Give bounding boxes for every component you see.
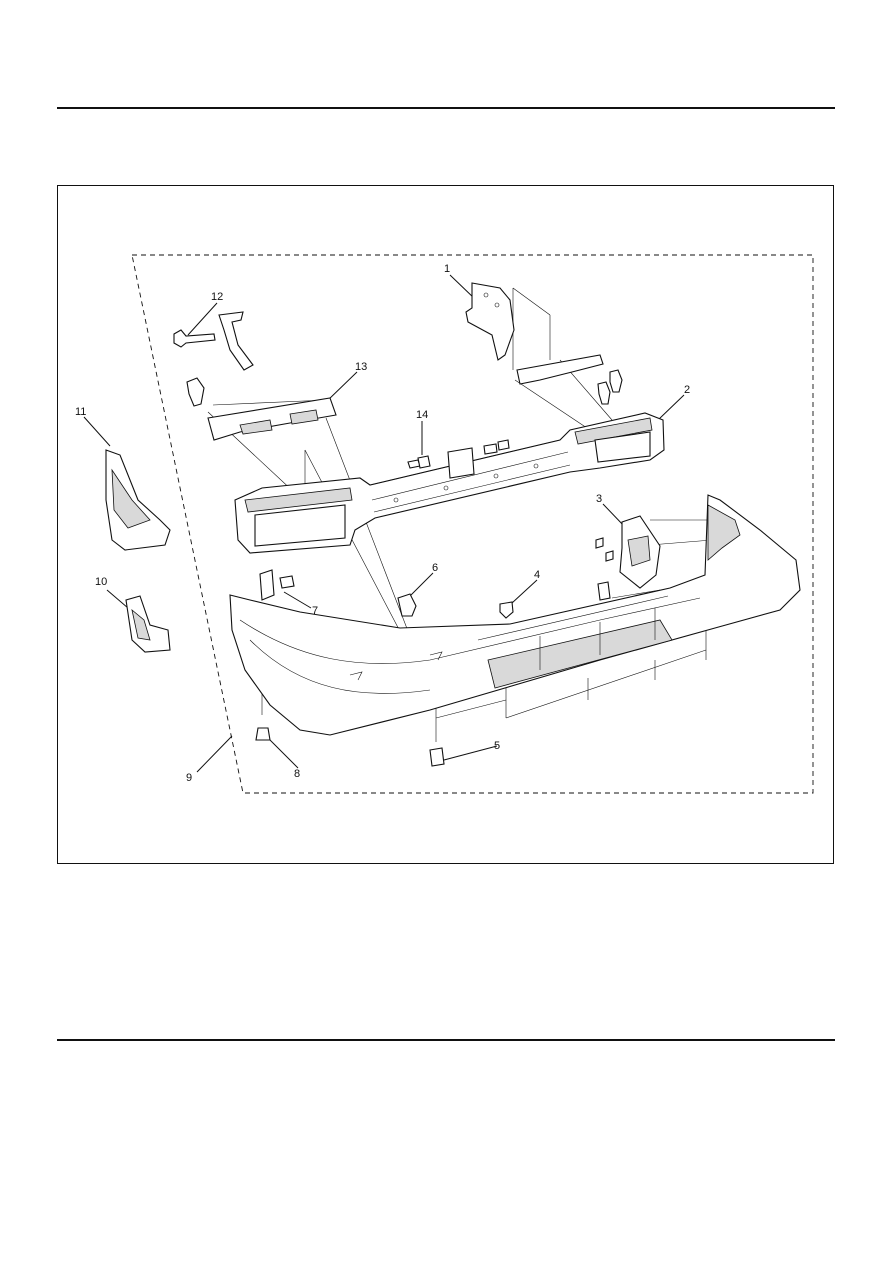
callout-3: 3 — [596, 493, 602, 505]
callout-8: 8 — [294, 768, 300, 780]
clip-6 — [397, 593, 417, 617]
callout-6: 6 — [432, 562, 438, 574]
callout-7: 7 — [312, 605, 318, 617]
rail-bracket-right — [516, 354, 623, 405]
callout-5: 5 — [494, 740, 500, 752]
mud-flap-small — [125, 595, 171, 653]
callout-10: 10 — [95, 576, 107, 588]
callout-12: 12 — [211, 291, 223, 303]
callout-4: 4 — [534, 569, 540, 581]
bolt-8 — [255, 727, 271, 741]
callout-9: 9 — [186, 772, 192, 784]
callout-2: 2 — [684, 384, 690, 396]
bolt-5 — [429, 747, 445, 767]
stay-bracket-right — [465, 282, 515, 361]
rail-bracket-left — [186, 377, 337, 441]
reinforcement-beam — [234, 412, 665, 554]
bumper-cover — [229, 494, 801, 736]
mud-flap-large — [105, 449, 171, 551]
bolt-pair — [407, 439, 510, 469]
side-bracket-right — [595, 515, 661, 601]
assembly-boundary — [131, 254, 814, 794]
callout-11: 11 — [75, 406, 86, 418]
header-rule — [57, 107, 835, 109]
clip-4 — [499, 601, 514, 619]
bracket-small-upper-left — [173, 311, 254, 371]
callout-13: 13 — [355, 361, 367, 373]
callout-labels: 1 2 3 4 5 6 7 8 9 10 11 12 13 14 — [75, 263, 690, 784]
callout-1: 1 — [444, 263, 450, 275]
bracket-7 — [259, 569, 295, 601]
callout-14: 14 — [416, 409, 428, 421]
footer-rule — [57, 1039, 835, 1041]
figure-frame — [57, 185, 834, 864]
